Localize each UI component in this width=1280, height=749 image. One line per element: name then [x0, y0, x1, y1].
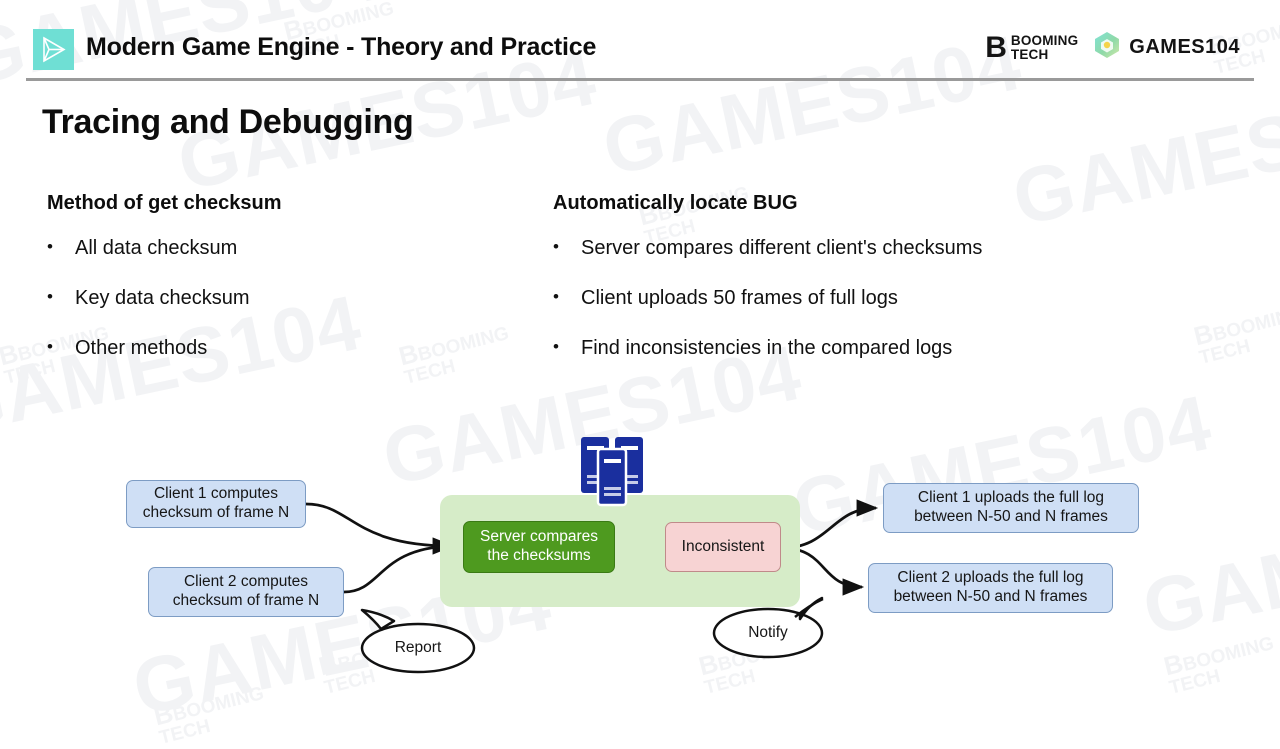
bullet-item: • Key data checksum	[47, 286, 517, 311]
booming-tech-label: BOOMING TECH	[1010, 32, 1079, 62]
node-line1: Server compares	[479, 528, 598, 546]
node-client2-uploads[interactable]: Client 2 uploads the full log between N-…	[868, 563, 1113, 613]
bullet-dot-icon: •	[47, 287, 53, 306]
bullet-dot-icon: •	[553, 237, 559, 256]
callout-notify-label: Notify	[748, 624, 788, 641]
column-heading: Automatically locate BUG	[553, 192, 798, 214]
node-client1-computes[interactable]: Client 1 computes checksum of frame N	[126, 480, 306, 528]
column-automatically-locate-bug: Automatically locate BUG • Server compar…	[553, 192, 1183, 386]
booming-line2: TECH	[1010, 46, 1049, 62]
node-line2: checksum of frame N	[142, 504, 290, 521]
node-line2: between N-50 and N frames	[914, 508, 1108, 525]
node-client1-uploads[interactable]: Client 1 uploads the full log between N-…	[883, 483, 1139, 533]
bullet-dot-icon: •	[47, 237, 53, 256]
games104-label: GAMES104	[1129, 36, 1240, 58]
node-line2: between N-50 and N frames	[893, 588, 1088, 605]
bullet-text: All data checksum	[75, 237, 238, 259]
bullet-dot-icon: •	[47, 337, 53, 356]
booming-tech-logo: B BOOMING TECH	[985, 30, 1079, 64]
callout-report-label: Report	[394, 639, 442, 656]
bullet-item: • Client uploads 50 frames of full logs	[553, 286, 1183, 311]
callout-notify	[712, 596, 824, 659]
node-server-compares[interactable]: Server compares the checksums	[463, 521, 615, 573]
bullet-item: • All data checksum	[47, 236, 517, 261]
bullet-dot-icon: •	[553, 337, 559, 356]
bullet-text: Find inconsistencies in the compared log…	[581, 337, 953, 359]
column-heading: Method of get checksum	[47, 192, 282, 214]
node-inconsistent[interactable]: Inconsistent	[665, 522, 781, 572]
brand-area: B BOOMING TECH	[985, 30, 1240, 65]
cube-hexagon-icon	[1092, 30, 1122, 65]
node-line1: Client 1 uploads the full log	[917, 489, 1105, 507]
bullet-list: • All data checksum • Key data checksum …	[47, 236, 517, 361]
node-line1: Client 2 computes	[183, 573, 309, 591]
slide-title: Tracing and Debugging	[42, 103, 414, 141]
bullet-text: Client uploads 50 frames of full logs	[581, 287, 898, 309]
node-line2: checksum of frame N	[172, 592, 320, 609]
games104-logo: GAMES104	[1092, 30, 1240, 65]
bullet-item: • Other methods	[47, 336, 517, 361]
brand-logo-icon	[33, 29, 74, 70]
diagram-connectors	[305, 499, 879, 674]
bullet-text: Key data checksum	[75, 287, 250, 309]
bullet-item: • Find inconsistencies in the compared l…	[553, 336, 1183, 361]
callout-report	[360, 608, 476, 674]
node-line1: Client 1 computes	[153, 485, 279, 503]
bullet-text: Other methods	[75, 337, 208, 359]
bullet-list: • Server compares different client's che…	[553, 236, 1183, 361]
bullet-text: Server compares different client's check…	[581, 237, 983, 259]
flow-diagram: Client 1 computes checksum of frame N Cl…	[0, 415, 1280, 705]
bullet-item: • Server compares different client's che…	[553, 236, 1183, 261]
booming-line1: BOOMING	[1010, 32, 1079, 48]
booming-b-icon: B	[985, 30, 1007, 64]
header-title: Modern Game Engine - Theory and Practice	[86, 33, 597, 61]
node-client2-computes[interactable]: Client 2 computes checksum of frame N	[148, 567, 344, 617]
slide-header: Modern Game Engine - Theory and Practice…	[0, 0, 1280, 81]
node-line2: the checksums	[487, 547, 591, 564]
node-line1: Inconsistent	[681, 537, 765, 555]
server-stack-icon	[578, 435, 646, 512]
column-method-of-get-checksum: Method of get checksum • All data checks…	[47, 192, 517, 386]
node-line1: Client 2 uploads the full log	[897, 569, 1084, 587]
bullet-dot-icon: •	[553, 287, 559, 306]
header-divider	[26, 78, 1254, 81]
